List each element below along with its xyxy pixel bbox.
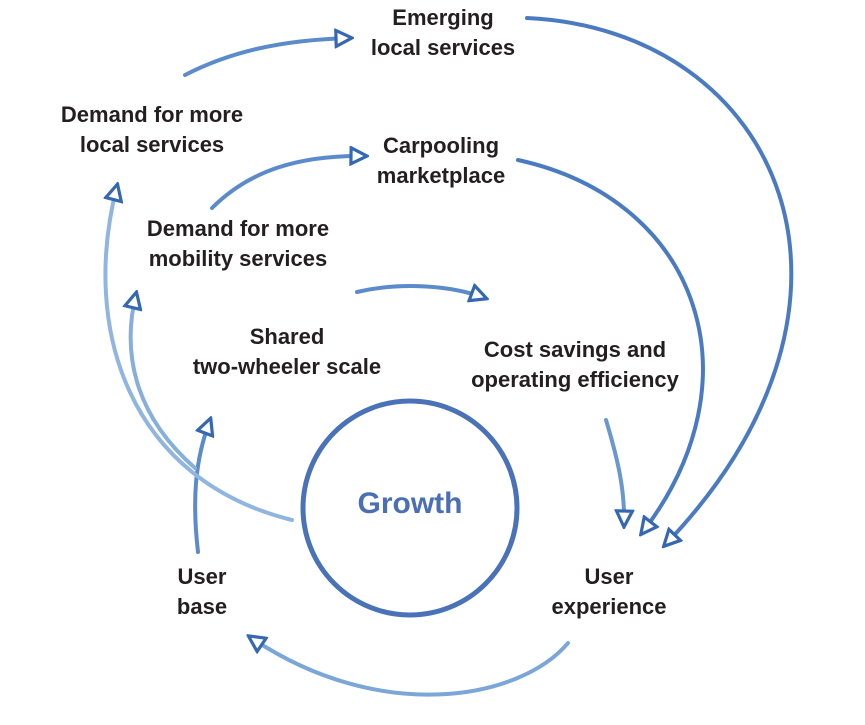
node-user-base: User base [177,562,227,622]
arrow-userbase-to-shared [193,420,210,554]
node-line: Shared [249,324,325,349]
node-cost-savings: Cost savings and operating efficiency [471,335,679,395]
arrow-shared-to-cost [355,286,485,298]
node-demand-mobility-services: Demand for more mobility services [147,214,329,274]
node-demand-local-services: Demand for more local services [61,100,243,160]
arrow-carpooling-to-experience [516,158,705,533]
node-shared-two-wheeler-scale: Shared two-wheeler scale [193,322,381,382]
node-line: marketplace [376,163,506,188]
growth-label: Growth [357,487,463,520]
node-line: User [177,564,227,589]
arrow-local-to-emerging [183,38,350,77]
node-line: User [584,564,634,589]
arrow-to-demand-local [105,186,294,522]
node-line: Cost savings and [483,337,667,362]
node-line: local services [370,35,516,60]
arrow-to-demand-mobility [131,294,197,470]
node-emerging-local-services: Emerging local services [371,3,515,63]
node-line: Demand for more [60,102,244,127]
arrow-mobility-to-carpooling [210,156,365,210]
node-line: Emerging [392,5,494,30]
node-line: Demand for more [146,216,330,241]
node-user-experience: User experience [552,562,667,622]
arrow-experience-to-userbase [250,637,570,697]
node-line: operating efficiency [471,367,679,392]
node-line: base [176,594,228,619]
arrow-emerging-to-experience [525,16,794,545]
node-line: local services [79,132,225,157]
node-line: Carpooling [382,133,500,158]
node-line: mobility services [148,246,328,271]
arrow-cost-to-experience [604,418,624,525]
node-line: experience [551,594,667,619]
node-carpooling-marketplace: Carpooling marketplace [377,131,505,191]
node-line: two-wheeler scale [192,354,382,379]
growth-circle [300,398,520,618]
